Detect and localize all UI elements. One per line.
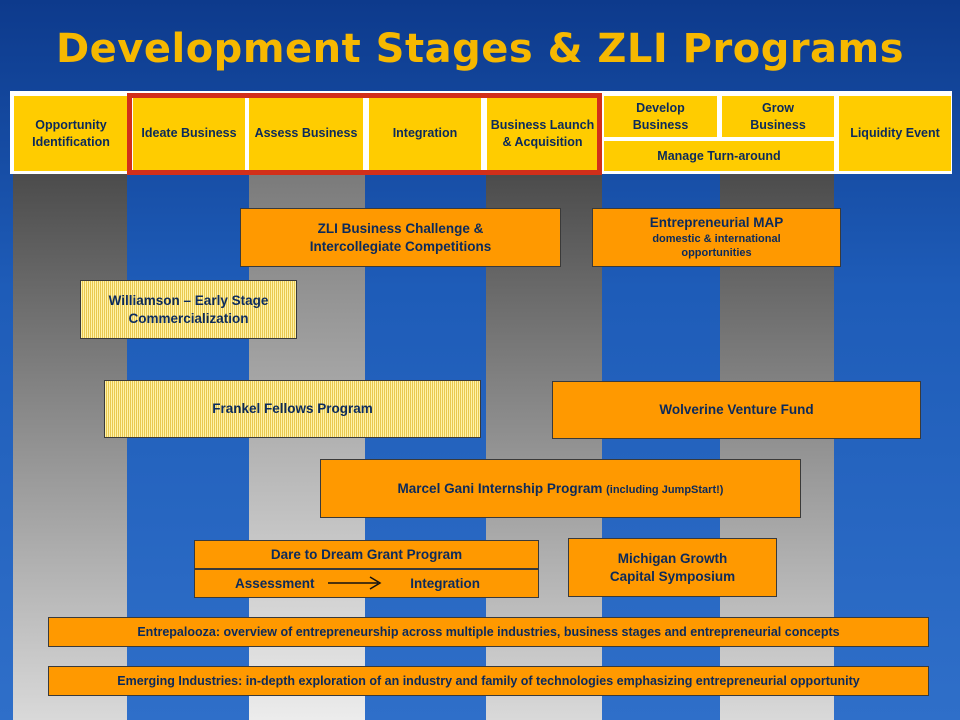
wolverine-label: Wolverine Venture Fund — [659, 402, 814, 418]
emerging-box: Emerging Industries: in-depth exploratio… — [48, 666, 929, 696]
entrepalooza-box: Entrepalooza: overview of entrepreneursh… — [48, 617, 929, 647]
michigan-line2: Capital Symposium — [609, 568, 736, 584]
map-line2: domestic & international — [652, 232, 781, 245]
map-line1: Entrepreneurial MAP — [649, 215, 784, 231]
michigan-line1: Michigan Growth — [617, 550, 728, 566]
emerging-label: Emerging Industries: in-depth exploratio… — [117, 673, 860, 688]
page-title: Development Stages & ZLI Programs — [55, 26, 905, 72]
stage-liquidity: Liquidity Event — [839, 96, 951, 171]
gani-label: Marcel Gani Internship Program (includin… — [398, 480, 724, 498]
zli-challenge-box: ZLI Business Challenge & Intercollegiate… — [240, 208, 561, 267]
zli-challenge-line1: ZLI Business Challenge & — [317, 220, 484, 236]
map-line3: opportunities — [681, 247, 752, 260]
stage-grow: Grow Business — [722, 96, 834, 137]
dare-arrow-icon — [328, 576, 382, 590]
dare-from: Assessment — [235, 575, 315, 591]
gani-note: (including JumpStart!) — [606, 483, 724, 496]
williamson-line1: Williamson – Early Stage — [108, 292, 269, 308]
entrepalooza-label: Entrepalooza: overview of entrepreneursh… — [137, 624, 840, 639]
zli-focus-frame — [127, 93, 602, 175]
stage-integration: Integration — [369, 96, 481, 171]
stage-assess: Assess Business — [249, 96, 363, 171]
stage-develop: Develop Business — [604, 96, 717, 137]
williamson-line2: Commercialization — [128, 310, 249, 326]
zli-challenge-line2: Intercollegiate Competitions — [309, 238, 492, 254]
gani-main: Marcel Gani Internship Program — [397, 480, 607, 496]
dare-title-box: Dare to Dream Grant Program — [194, 540, 539, 569]
frankel-label: Frankel Fellows Program — [212, 401, 373, 417]
stage-launch: Business Launch & Acquisition — [487, 96, 598, 171]
stage-turnaround: Manage Turn-around — [604, 141, 834, 171]
michigan-box: Michigan Growth Capital Symposium — [568, 538, 777, 597]
williamson-box: Williamson – Early Stage Commercializati… — [80, 280, 297, 339]
stage-ideate: Ideate Business — [133, 96, 245, 171]
dare-title: Dare to Dream Grant Program — [270, 546, 463, 562]
map-box: Entrepreneurial MAP domestic & internati… — [592, 208, 841, 267]
frankel-box: Frankel Fellows Program — [104, 380, 481, 438]
stage-opportunity: Opportunity Identification — [14, 96, 128, 171]
wolverine-box: Wolverine Venture Fund — [552, 381, 921, 439]
dare-to: Integration — [410, 575, 480, 591]
gani-box: Marcel Gani Internship Program (includin… — [320, 459, 801, 518]
